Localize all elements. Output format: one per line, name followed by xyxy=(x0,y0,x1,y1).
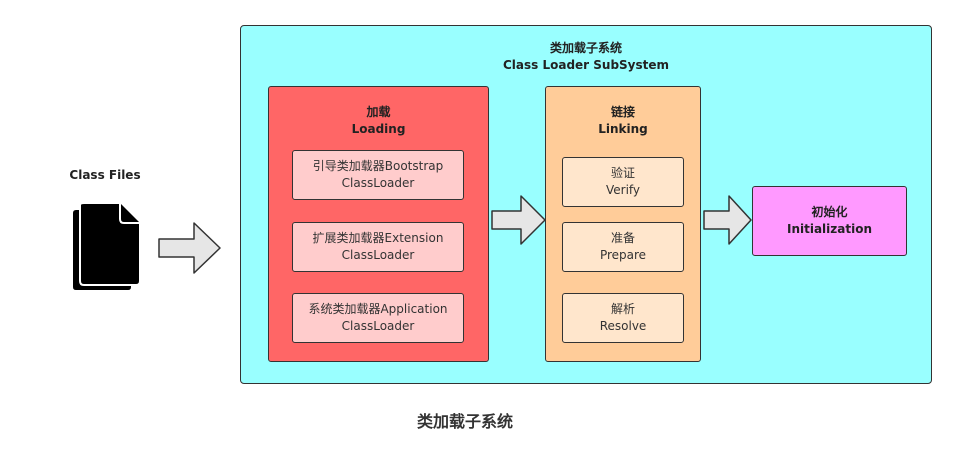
resolve-step: 解析 Resolve xyxy=(562,293,684,343)
prepare-step: 准备 Prepare xyxy=(562,222,684,272)
extension-classloader: 扩展类加载器Extension ClassLoader xyxy=(292,222,464,272)
arrow-linking-to-initialization xyxy=(703,195,752,245)
class-files-label: Class Files xyxy=(69,168,141,182)
subsystem-title: 类加载子系统 Class Loader SubSystem xyxy=(502,41,670,72)
loading-title: 加载 Loading xyxy=(351,105,406,136)
document-stack-icon xyxy=(71,202,141,292)
bootstrap-classloader: 引导类加载器Bootstrap ClassLoader xyxy=(292,150,464,200)
diagram-caption: 类加载子系统 xyxy=(416,412,513,431)
arrow-to-subsystem xyxy=(158,222,221,274)
application-classloader: 系统类加载器Application ClassLoader xyxy=(292,293,464,343)
arrow-loading-to-linking xyxy=(491,195,546,245)
linking-title: 链接 Linking xyxy=(598,105,648,136)
initialization-stage: 初始化 Initialization xyxy=(752,186,907,256)
verify-step: 验证 Verify xyxy=(562,157,684,207)
